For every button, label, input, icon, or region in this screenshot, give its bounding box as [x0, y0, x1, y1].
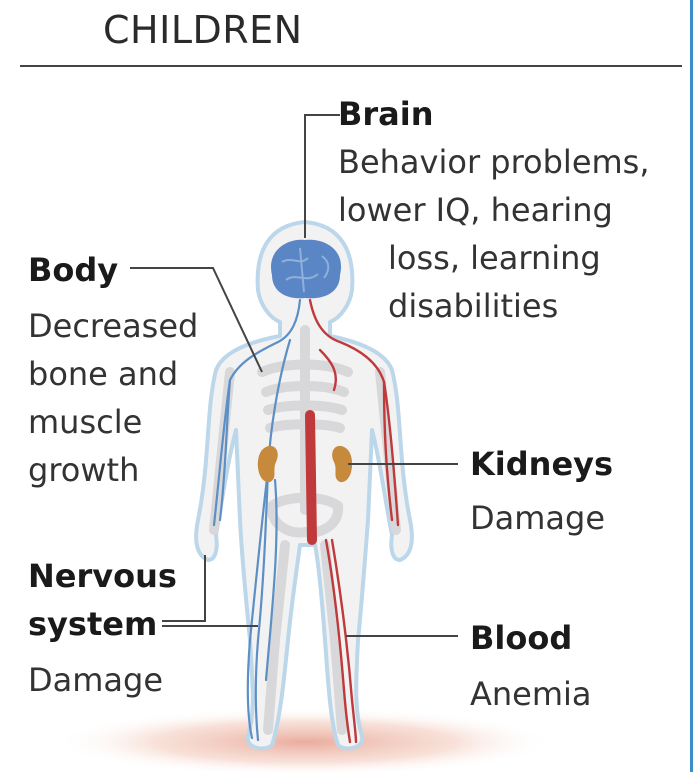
body-text-line-2: bone and [28, 350, 178, 398]
body-heading: Body [28, 248, 118, 292]
aorta [310, 415, 312, 540]
brain-text-line-1: Behavior problems, [338, 138, 650, 186]
nervous-heading-line-2: system [28, 602, 157, 646]
brain-text-line-3: loss, learning [388, 234, 601, 282]
brain-leader-line [305, 115, 340, 238]
kidneys-text-line-1: Damage [470, 494, 605, 542]
kidneys-heading: Kidneys [470, 442, 613, 486]
body-text-line-1: Decreased [28, 302, 198, 350]
brain-text-line-4: disabilities [388, 282, 558, 330]
nervous-heading-line-1: Nervous [28, 554, 177, 598]
blood-heading: Blood [470, 616, 572, 660]
brain-organ [271, 240, 341, 299]
body-text-line-3: muscle [28, 398, 142, 446]
nervous-text-line-1: Damage [28, 656, 163, 704]
blood-text-line-1: Anemia [470, 670, 592, 718]
brain-heading: Brain [338, 92, 434, 136]
body-text-line-4: growth [28, 446, 139, 494]
brain-text-line-2: lower IQ, hearing [338, 186, 613, 234]
